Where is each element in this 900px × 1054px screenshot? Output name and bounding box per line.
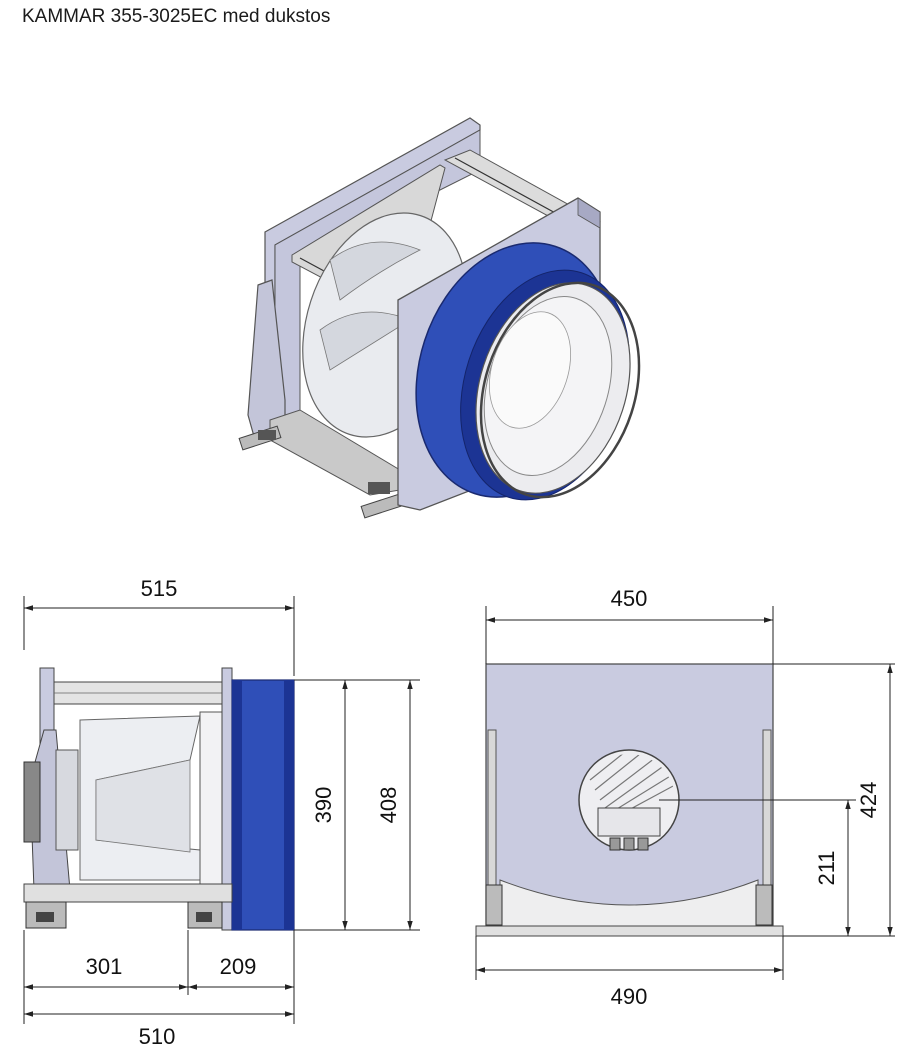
front-base-rail — [475, 925, 784, 937]
dim-side-width-top: 515 — [141, 576, 178, 601]
dim-side-bottom-left: 301 — [86, 954, 123, 979]
front-view: 450 424 211 490 — [475, 586, 895, 1009]
dim-front-height-total: 424 — [856, 782, 881, 819]
side-view: 515 390 408 301 209 510 — [23, 576, 420, 1049]
side-duct — [231, 679, 295, 931]
flange-ring — [479, 281, 641, 499]
dim-front-outlet-height: 211 — [814, 850, 839, 885]
dim-front-width-top: 450 — [611, 586, 648, 611]
dim-front-width-bottom: 490 — [611, 984, 648, 1009]
dim-side-width-bottom: 510 — [139, 1024, 176, 1049]
dim-side-bottom-right: 209 — [220, 954, 257, 979]
isometric-view — [238, 117, 641, 519]
front-housing-arc — [499, 879, 759, 927]
dim-side-height-inner: 390 — [311, 787, 336, 824]
page-title: KAMMAR 355-3025EC med dukstos — [22, 6, 331, 27]
dim-side-height-outer: 408 — [376, 787, 401, 824]
side-bottom-rail — [23, 883, 233, 903]
